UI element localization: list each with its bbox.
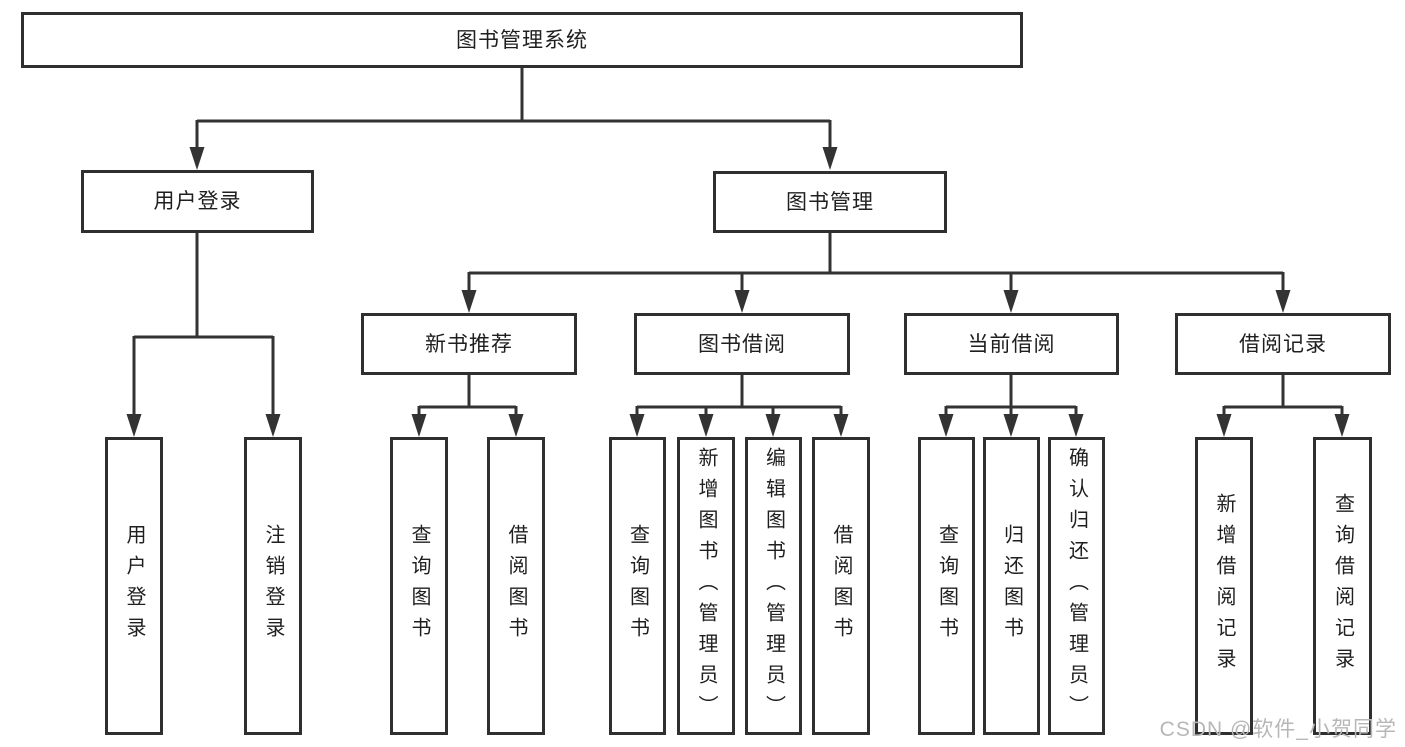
arrowhead [765, 414, 781, 437]
arrowhead [1216, 414, 1232, 437]
arrowhead [126, 414, 142, 437]
arrowhead [411, 414, 427, 437]
node-borrow-record: 借阅记录 [1175, 313, 1391, 375]
node-current-borrow: 当前借阅 [904, 313, 1119, 375]
leaf-return-book: 归还图书 [983, 437, 1040, 735]
arrowhead [698, 414, 714, 437]
arrowhead [1068, 414, 1084, 437]
leaf-borrow-book: 借阅图书 [812, 437, 870, 735]
node-root-system: 图书管理系统 [21, 12, 1023, 68]
arrowhead [734, 290, 750, 313]
leaf-user-login: 用户登录 [105, 437, 163, 735]
leaf-query-book-current: 查询图书 [918, 437, 975, 735]
leaf-add-book-admin: 新增图书（管理员） [677, 437, 735, 735]
arrowhead [629, 414, 645, 437]
arrowhead [461, 290, 477, 313]
leaf-add-borrow-record: 新增借阅记录 [1195, 437, 1253, 735]
arrowhead [938, 414, 954, 437]
arrowhead [1003, 290, 1019, 313]
leaf-query-book-borrow: 查询图书 [609, 437, 666, 735]
arrowhead [1275, 290, 1291, 313]
node-user-login: 用户登录 [81, 170, 314, 233]
node-book-management: 图书管理 [713, 171, 947, 233]
arrowhead [1003, 414, 1019, 437]
leaf-query-book-recommend: 查询图书 [390, 437, 448, 735]
arrowhead [189, 147, 205, 170]
leaf-query-borrow-record: 查询借阅记录 [1313, 437, 1372, 735]
leaf-confirm-return-admin: 确认归还（管理员） [1048, 437, 1105, 735]
arrowhead [833, 414, 849, 437]
arrowhead [1334, 414, 1350, 437]
node-new-book-recommend: 新书推荐 [361, 313, 577, 375]
csdn-watermark: CSDN @软件_小贺同学 [1159, 718, 1397, 741]
arrowhead [822, 147, 838, 170]
arrowhead [508, 414, 524, 437]
node-book-borrow: 图书借阅 [634, 313, 850, 375]
leaf-borrow-book-recommend: 借阅图书 [487, 437, 545, 735]
arrowhead [265, 414, 281, 437]
leaf-logout: 注销登录 [244, 437, 302, 735]
leaf-edit-book-admin: 编辑图书（管理员） [745, 437, 802, 735]
